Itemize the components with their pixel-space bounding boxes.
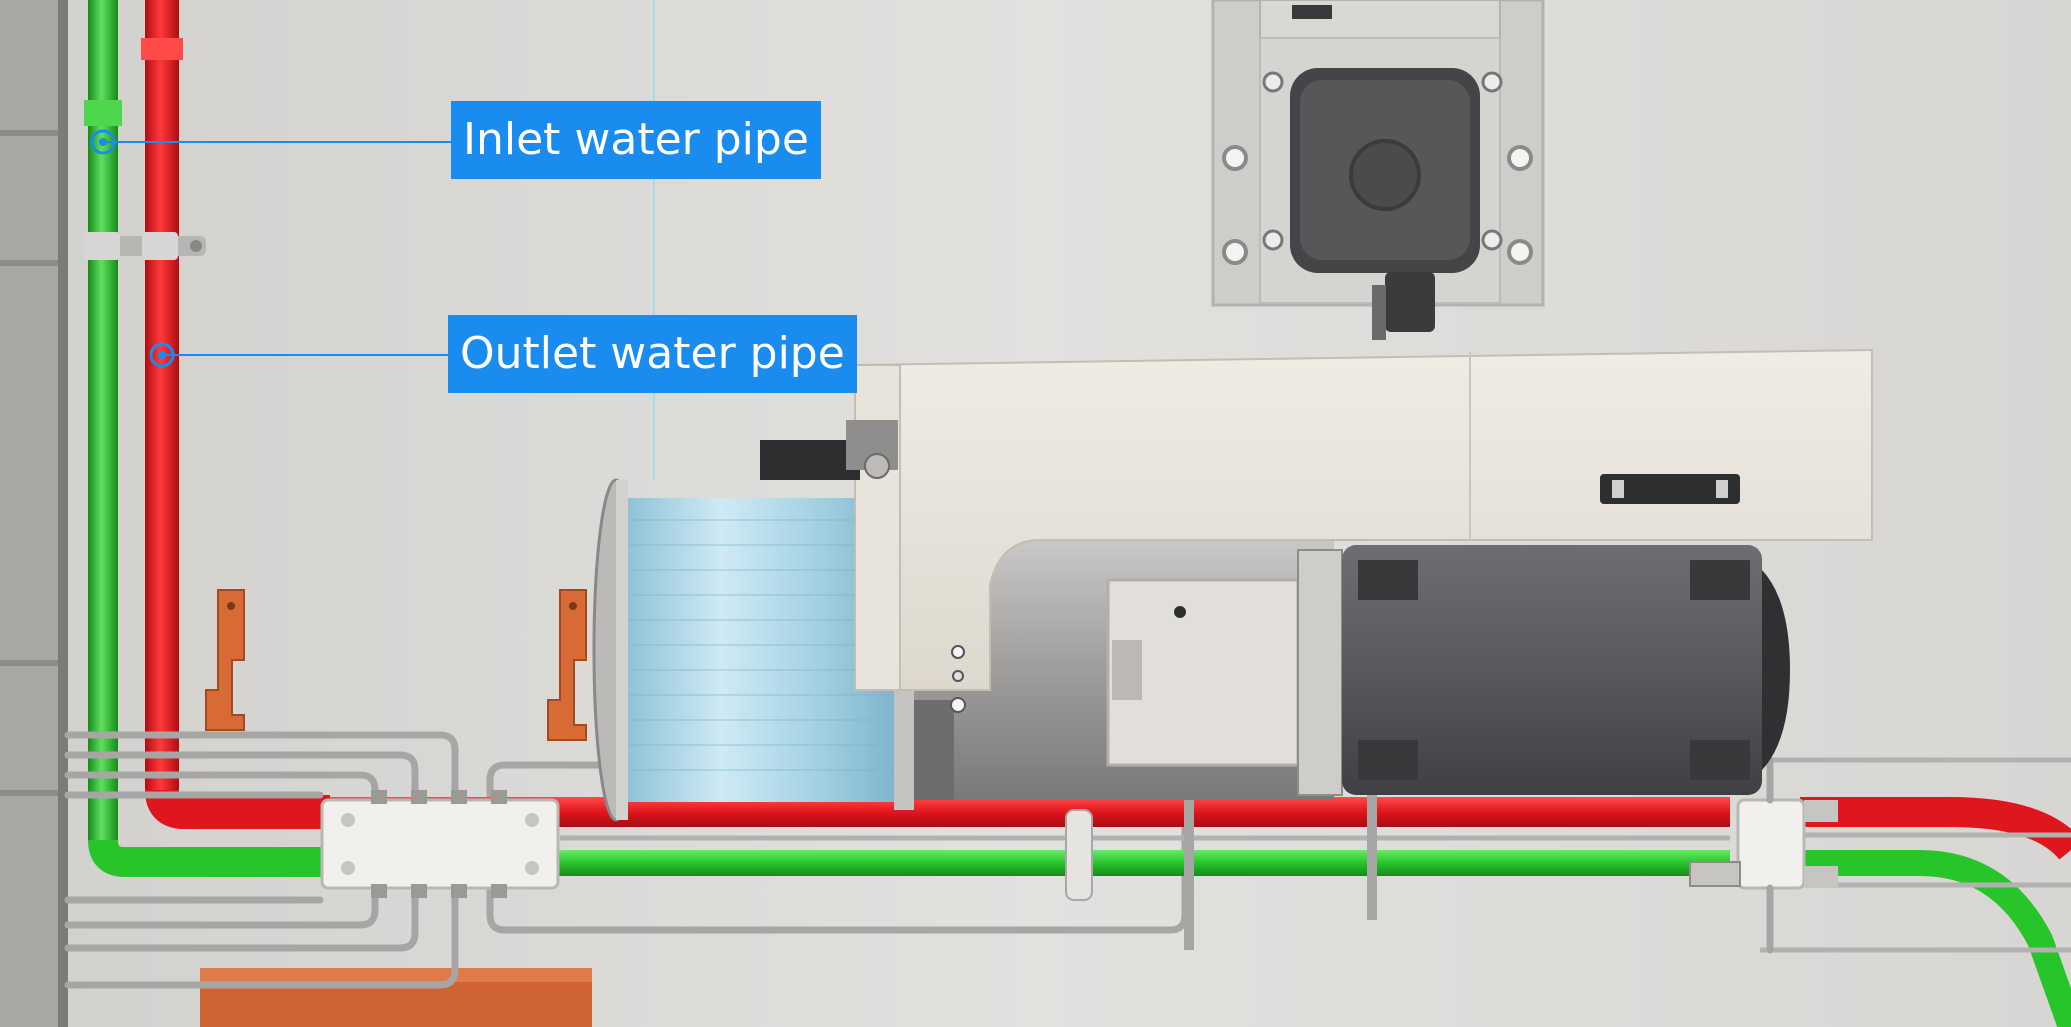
red-pipe-horizontal <box>330 797 1730 827</box>
outlet-water-pipe-label: Outlet water pipe <box>448 315 857 393</box>
servo-mount-plate <box>1211 0 1545 340</box>
pipe-marker-icon <box>149 342 175 368</box>
callout-leaders <box>90 0 655 480</box>
pipe-marker-icon <box>90 129 116 155</box>
copper-bracket-left <box>205 589 245 731</box>
green-pipe-horizontal <box>330 850 1730 876</box>
cabinet-frame <box>0 0 68 1027</box>
coil-heat-exchanger <box>628 498 894 802</box>
pipe-clamp <box>84 232 206 260</box>
inlet-water-pipe-label: Inlet water pipe <box>451 101 821 179</box>
copper-bracket-right <box>547 589 587 741</box>
manifold-right <box>1689 798 1838 890</box>
copper-tray <box>200 968 592 1027</box>
manifold-left <box>320 790 560 898</box>
sensor-bracket <box>846 420 898 479</box>
spindle-assembly <box>592 348 1873 822</box>
pipe-support-clips <box>1065 790 1377 950</box>
servo-motor <box>1342 545 1762 795</box>
